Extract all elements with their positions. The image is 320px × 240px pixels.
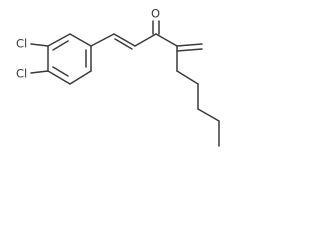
structure-canvas: Cl Cl O	[16, 6, 220, 147]
chain-bond-2	[176, 70, 199, 85]
ring-bond-6	[47, 33, 71, 47]
chlorine-label-top: Cl	[16, 37, 27, 51]
molecule-diagram: Cl Cl O	[16, 7, 220, 147]
oxygen-label: O	[151, 7, 160, 21]
aryl-vinyl-bond	[90, 33, 115, 47]
chloro-bond-bottom	[30, 70, 49, 74]
ring-bond-1	[69, 33, 92, 47]
chain-bond-4	[197, 108, 220, 122]
chlorine-label-bottom: Cl	[16, 67, 27, 81]
alkene-bond	[113, 33, 136, 47]
ring-inner-bond-2	[52, 66, 69, 77]
alkene-inner-bond	[114, 38, 133, 50]
vinyl-carbonyl-bond	[134, 33, 157, 47]
ring-inner-bond-3	[52, 40, 69, 51]
carbonyl-alpha-bond	[155, 33, 178, 47]
methylene-bond-a	[176, 43, 203, 47]
ring-bond-4	[47, 70, 71, 85]
methylene-bond-b	[176, 48, 203, 52]
ring-bond-3	[69, 70, 92, 85]
chloro-bond-top	[30, 43, 49, 47]
